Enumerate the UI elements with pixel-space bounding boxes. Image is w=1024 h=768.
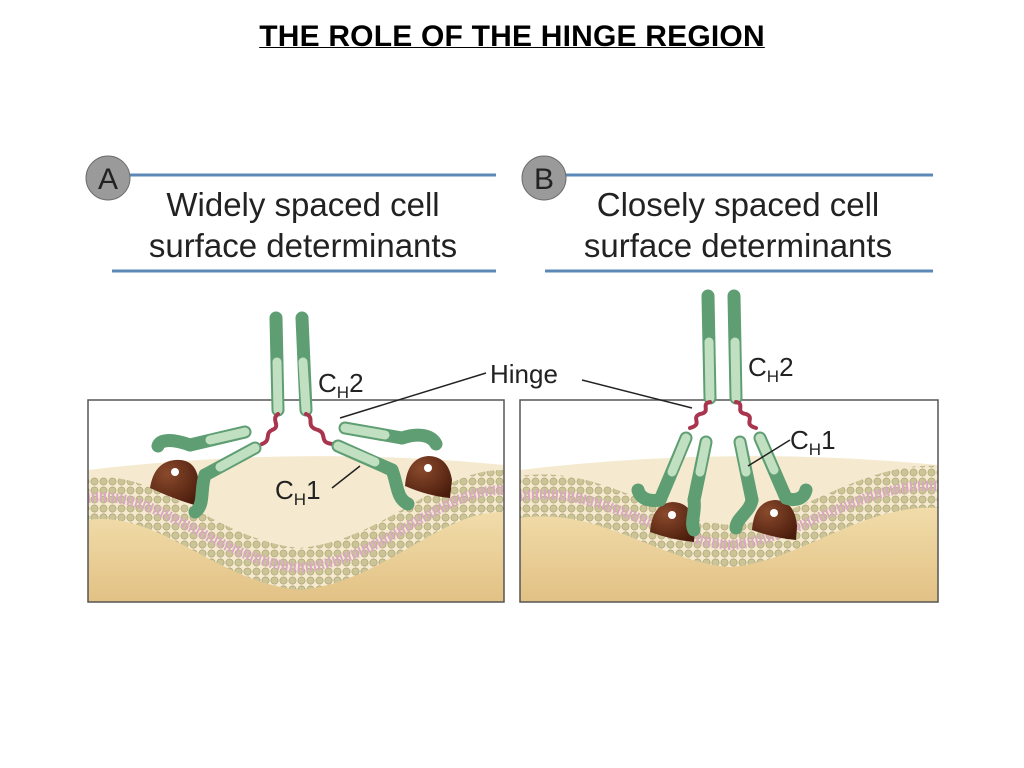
panel-b-antigen-left [650,502,695,542]
panel-a-header: A Widely spaced cell surface determinant… [85,155,496,273]
panel-a: A Widely spaced cell surface determinant… [85,155,505,603]
panel-a-antigen-left [150,459,199,506]
panel-b-letter-badge [521,155,567,201]
panel-b-antigen-right [752,500,797,540]
panel-b-header: B Closely spaced cell surface determinan… [521,155,933,273]
panel-b-antigen-right-dot [770,509,778,517]
panel-a-heading-line2: surface determinants [149,227,457,264]
hinge-pointer-a [339,372,487,419]
panel-a-antigen-left-dot [171,468,179,476]
panel-b-ch2-label: CH2 [748,352,794,386]
panel-b-heading-line1: Closely spaced cell [597,186,879,223]
hinge-label: Hinge [490,359,558,389]
panel-a-frame [87,399,505,603]
panel-b-ch1-pointer [747,439,791,467]
panel-b-ch1-label: CH1 [790,425,836,459]
panel-a-antigen-right-dot [424,464,432,472]
panel-a-antibody [151,311,443,519]
panel-a-heading-line1: Widely spaced cell [166,186,439,223]
panel-a-letter: A [98,163,118,196]
panel-a-antigen-right [405,456,452,498]
panel-a-ch1-pointer [331,465,361,489]
panel-b-antigen-left-dot [668,511,676,519]
panel-a-ch1-label: CH1 [275,475,321,509]
panel-a-letter-badge [85,155,131,201]
page-title: THE ROLE OF THE HINGE REGION [259,20,765,53]
panel-b-cell-membrane [520,456,938,602]
panel-b-heading-line2: surface determinants [584,227,892,264]
panel-b-antibody [631,289,813,537]
panel-b-letter: B [534,163,554,196]
panel-b: B Closely spaced cell surface determinan… [519,155,939,603]
panel-b-frame [519,399,939,603]
hinge-pointer-b [581,379,693,409]
panel-a-ch2-label: CH2 [318,368,364,402]
